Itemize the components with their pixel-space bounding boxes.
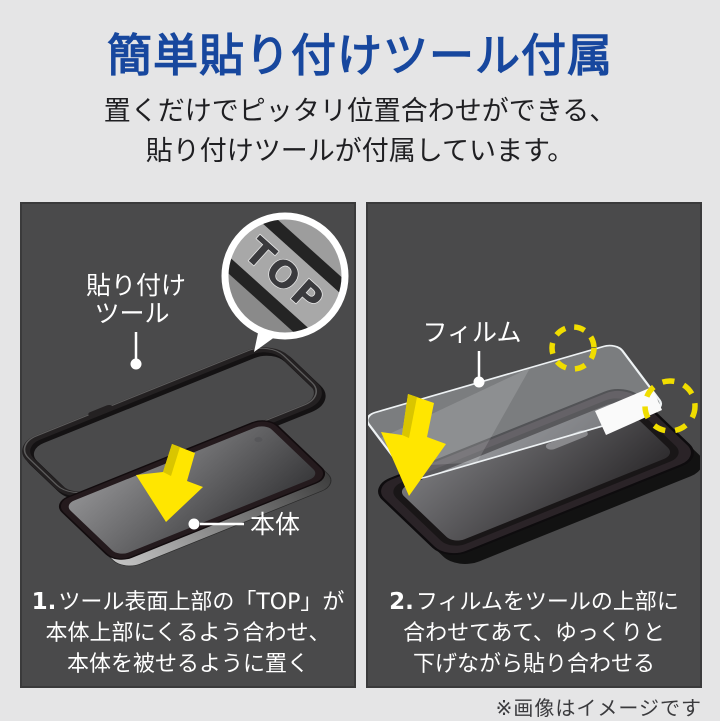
alignment-highlight-circle [642,378,698,434]
step1-number: 1. [31,589,57,615]
body-leader-dot [188,518,200,530]
step1-line1: 1.ツール表面上部の「TOP」が [31,589,345,615]
step2-line2: 合わせてあて、ゆっくりと [403,621,665,646]
arrow-shade [402,394,417,438]
tool-label-line2: ツール [94,299,169,328]
step2-line3: 下げながら貼り合わせる [412,652,655,677]
step2-line1: 2.フィルムをツールの上部に [389,589,679,615]
step1-line3: 本体を被せるように置く [66,652,309,677]
body-label: 本体 [250,510,300,539]
page-title: 簡単貼り付けツール付属 [106,29,613,82]
step1-panel: 貼り付け ツール 本体 TOP 1.ツール表面上部の「TOP」が [20,202,356,688]
speaker-slot [545,430,588,450]
camera-dot-icon [254,437,263,443]
alignment-highlight-circle [549,324,597,372]
tool-leader-dot [130,358,142,370]
step1-illustration: 貼り付け ツール 本体 TOP [22,212,349,567]
down-arrow-icon [381,394,446,496]
subtitle-line-1: 置くだけでピッタリ位置合わせができる、 [103,96,617,127]
step1-line2: 本体上部にくるよう合わせ、 [45,621,331,646]
subtitle: 置くだけでピッタリ位置合わせができる、 貼り付けツールが付属しています。 [0,92,720,172]
film-leader-dot [473,376,485,388]
down-arrow-icon [136,444,203,522]
tool-label-line1: 貼り付け [86,271,186,300]
film-pull-tab [595,387,662,435]
step2-number: 2. [389,589,414,615]
image-disclaimer-note: ※画像はイメージです [495,696,702,720]
step1-caption: 1.ツール表面上部の「TOP」が 本体上部にくるよう合わせ、 本体を被せるように… [22,587,354,680]
step2-panel: フィルム 2.フィルムをツールの上部に 合わせてあて、ゆっくりと 下げながら貼り… [366,202,702,688]
subtitle-line-2: 貼り付けツールが付属しています。 [145,136,575,167]
step2-caption: 2.フィルムをツールの上部に 合わせてあて、ゆっくりと 下げながら貼り合わせる [368,587,700,680]
step2-illustration: フィルム [368,318,700,564]
header: 簡単貼り付けツール付属 置くだけでピッタリ位置合わせができる、 貼り付けツールが… [0,0,720,172]
film-label: フィルム [422,318,521,347]
arrow-shade [163,444,180,476]
